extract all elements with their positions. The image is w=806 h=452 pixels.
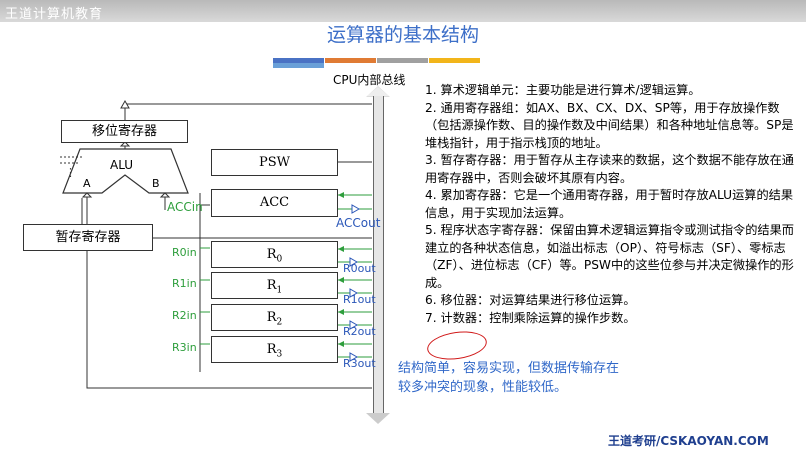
footer-brand: 王道考研/CSKAOYAN.COM [608,434,769,448]
alu-shape [62,148,189,194]
title-stripe [273,58,324,63]
register-name: R [266,310,277,325]
summary-note: 结构简单，容易实现，但数据传输存在 较多冲突的现象，性能较低。 [398,359,658,397]
bus-arrow-down-icon [366,413,390,424]
general-register: R3 [211,336,338,363]
cpu-internal-bus [373,96,384,414]
register-in-label: R3in [172,341,197,354]
register-index: 2 [276,317,283,328]
title-stripes [273,58,531,68]
register-out-label: R0out [343,262,376,275]
title-stripe [377,58,428,63]
title-stripe [325,58,376,63]
description-item: 7. 计数器：控制乘除运算的操作步数。 [425,310,636,325]
alu-label: ALU [110,158,134,172]
acc-register: ACC [211,189,338,217]
register-in-label: R1in [172,277,197,290]
general-register: R2 [211,304,338,331]
summary-line: 结构简单，容易实现，但数据传输存在 [398,361,620,376]
watermark: 王道计算机教育 [5,7,104,22]
shifter-register: 移位寄存器 [61,120,188,143]
summary-line: 较多冲突的现象，性能较低。 [398,380,568,395]
description-item: 2. 通用寄存器组：如AX、BX、CX、DX、SP等，用于存放操作数（包括源操作… [425,100,794,150]
general-register: R1 [211,272,338,299]
register-index: 3 [276,349,283,360]
title-stripe [429,58,480,63]
description-item: 1. 算术逻辑单元：主要功能是进行算术/逻辑运算。 [425,83,701,97]
alu-input-b: B [152,177,160,190]
description-item: 6. 移位器：对运算结果进行移位运算。 [425,293,636,307]
slide-title: 运算器的基本结构 [326,24,479,46]
top-bar: 王道计算机教育 [0,0,806,22]
bus-arrow-up-icon [366,86,390,97]
description-item: 3. 暂存寄存器：用于暂存从主存读来的数据，这个数据不能存放在通用寄存器中，否则… [425,153,794,185]
register-in-label: R0in [172,246,197,259]
temp-register: 暂存寄存器 [23,224,153,251]
register-name: R [266,278,277,293]
psw-register: PSW [211,149,338,176]
svg-text:⋮: ⋮ [65,166,76,179]
register-out-label: R2out [343,325,376,338]
acc-in-label: ACCin [167,200,203,214]
register-name: R [266,247,277,262]
acc-out-label: ACCout [336,216,381,230]
description-item: 5. 程序状态字寄存器：保留由算术逻辑运算指令或测试指令的结果而建立的各种状态信… [425,223,794,290]
register-out-label: R1out [343,293,376,306]
description-list: 1. 算术逻辑单元：主要功能是进行算术/逻辑运算。 2. 通用寄存器组：如AX、B… [425,82,795,327]
bus-label: CPU内部总线 [333,73,406,87]
register-in-label: R2in [172,309,197,322]
title-stripe [273,63,324,68]
description-item: 4. 累加寄存器：它是一个通用寄存器，用于暂时存放ALU运算的结果信息，用于实现… [425,188,794,220]
register-name: R [266,342,277,357]
register-index: 0 [276,254,283,265]
register-out-label: R3out [343,357,376,370]
alu-input-a: A [83,177,91,190]
register-index: 1 [276,285,283,296]
general-register: R0 [211,241,338,268]
